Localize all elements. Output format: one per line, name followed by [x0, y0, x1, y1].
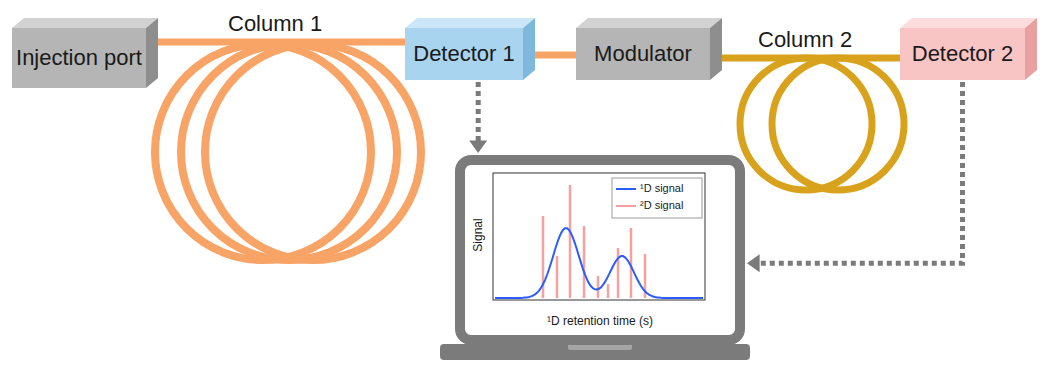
column-tubing	[146, 42, 405, 43]
injection-port-box: Injection port	[12, 28, 146, 88]
column-1-coil	[155, 44, 421, 260]
axis-label: Signal	[471, 218, 485, 251]
axis-label: ¹D retention time (s)	[547, 314, 653, 328]
laptop-display: Signal ¹D retention time (s)	[455, 155, 745, 345]
legend-sample-line	[616, 188, 636, 190]
laptop-base	[440, 344, 750, 360]
modulator-box: Modulator	[576, 28, 710, 80]
detector-box: Detector 1	[405, 28, 523, 80]
box-label: Detector 2	[908, 43, 1018, 65]
box-label: Modulator	[590, 43, 696, 65]
column-2-coil	[740, 58, 904, 190]
column-tubing	[710, 58, 900, 59]
box-label: Injection port	[12, 47, 146, 69]
legend-sample-line	[616, 205, 636, 207]
signal-arrow	[469, 82, 487, 153]
signal-arrow	[747, 82, 963, 272]
legend-text: ²D signal	[640, 199, 683, 212]
legend-text: ¹D signal	[640, 182, 683, 195]
box-label: Detector 1	[409, 43, 519, 65]
detector-box: Detector 2	[900, 28, 1025, 80]
laptop-screen	[465, 165, 735, 335]
1d-signal-curve	[495, 228, 703, 298]
legend-box	[612, 178, 702, 218]
column-label: Column 1	[225, 12, 325, 36]
column-label: Column 2	[755, 28, 855, 52]
chart-axes	[493, 173, 705, 300]
